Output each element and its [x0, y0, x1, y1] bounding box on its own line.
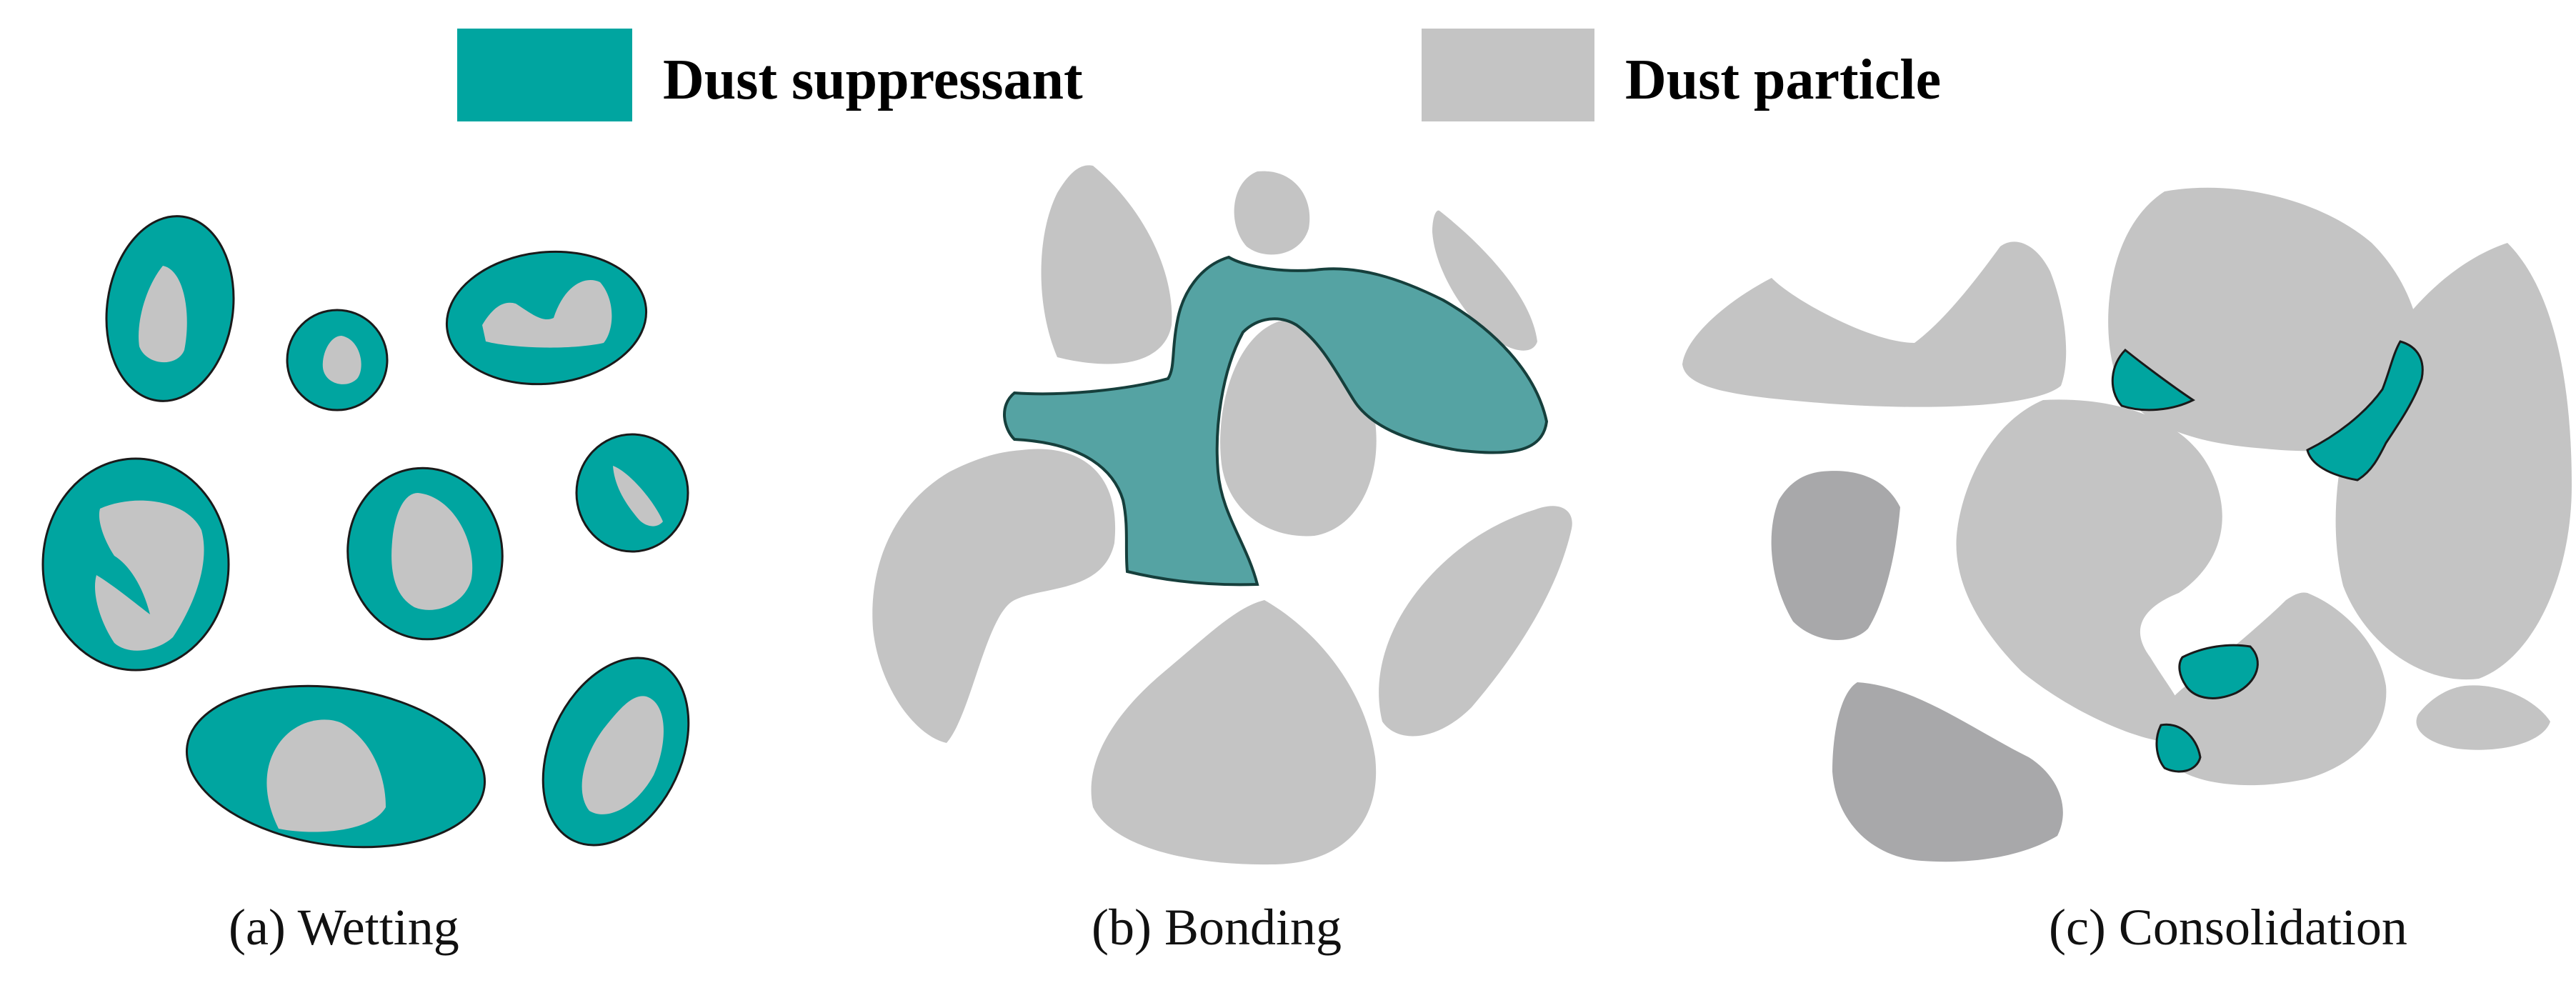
caption-bonding: (b) Bonding	[1092, 899, 1342, 956]
legend-particle-label: Dust particle	[1625, 49, 1941, 111]
consolidation-dust-particle	[2157, 592, 2387, 786]
wetting-dust-particle	[94, 500, 204, 651]
panel-bonding	[872, 165, 1572, 865]
wetting-dust-particle	[613, 466, 663, 527]
caption-consolidation: (c) Consolidation	[2049, 899, 2407, 956]
consolidation-dust-particle	[2416, 685, 2550, 750]
bonding-dust-particle	[872, 449, 1116, 743]
consolidation-dust-particle-dark	[1771, 471, 1900, 641]
panel-consolidation	[1682, 187, 2572, 862]
wetting-dust-particle	[139, 266, 187, 363]
bonding-suppressant-bridge	[1003, 255, 1549, 587]
wetting-suppressant-coating	[445, 250, 648, 386]
legend-suppressant-swatch	[457, 29, 632, 121]
legend-suppressant-label: Dust suppressant	[663, 49, 1083, 111]
bonding-dust-particle	[1041, 165, 1172, 364]
consolidation-dust-particle	[1682, 241, 2067, 407]
wetting-dust-particle	[266, 719, 386, 832]
bonding-dust-particle	[1234, 171, 1310, 255]
bonding-dust-particle	[1091, 600, 1377, 865]
wetting-dust-particle	[482, 280, 612, 348]
consolidation-dust-particle-dark	[1832, 682, 2063, 862]
consolidation-dust-particle	[1956, 399, 2222, 743]
legend: Dust suppressant Dust particle	[457, 29, 1941, 121]
bonding-dust-particle	[1379, 506, 1572, 737]
consolidation-suppressant-bridge	[2155, 723, 2202, 773]
wetting-dust-particle	[322, 336, 361, 384]
consolidation-suppressant-bridge	[2111, 348, 2195, 411]
consolidation-suppressant-bridge	[2178, 644, 2259, 699]
consolidation-dust-particle	[2108, 187, 2424, 451]
legend-particle-swatch	[1422, 29, 1594, 121]
consolidation-suppressant-bridge	[2306, 340, 2424, 481]
wetting-dust-particle	[581, 696, 664, 814]
panel-wetting	[41, 215, 690, 849]
caption-wetting: (a) Wetting	[229, 899, 459, 956]
wetting-dust-particle	[391, 493, 473, 610]
bonding-dust-particle	[1432, 210, 1537, 351]
